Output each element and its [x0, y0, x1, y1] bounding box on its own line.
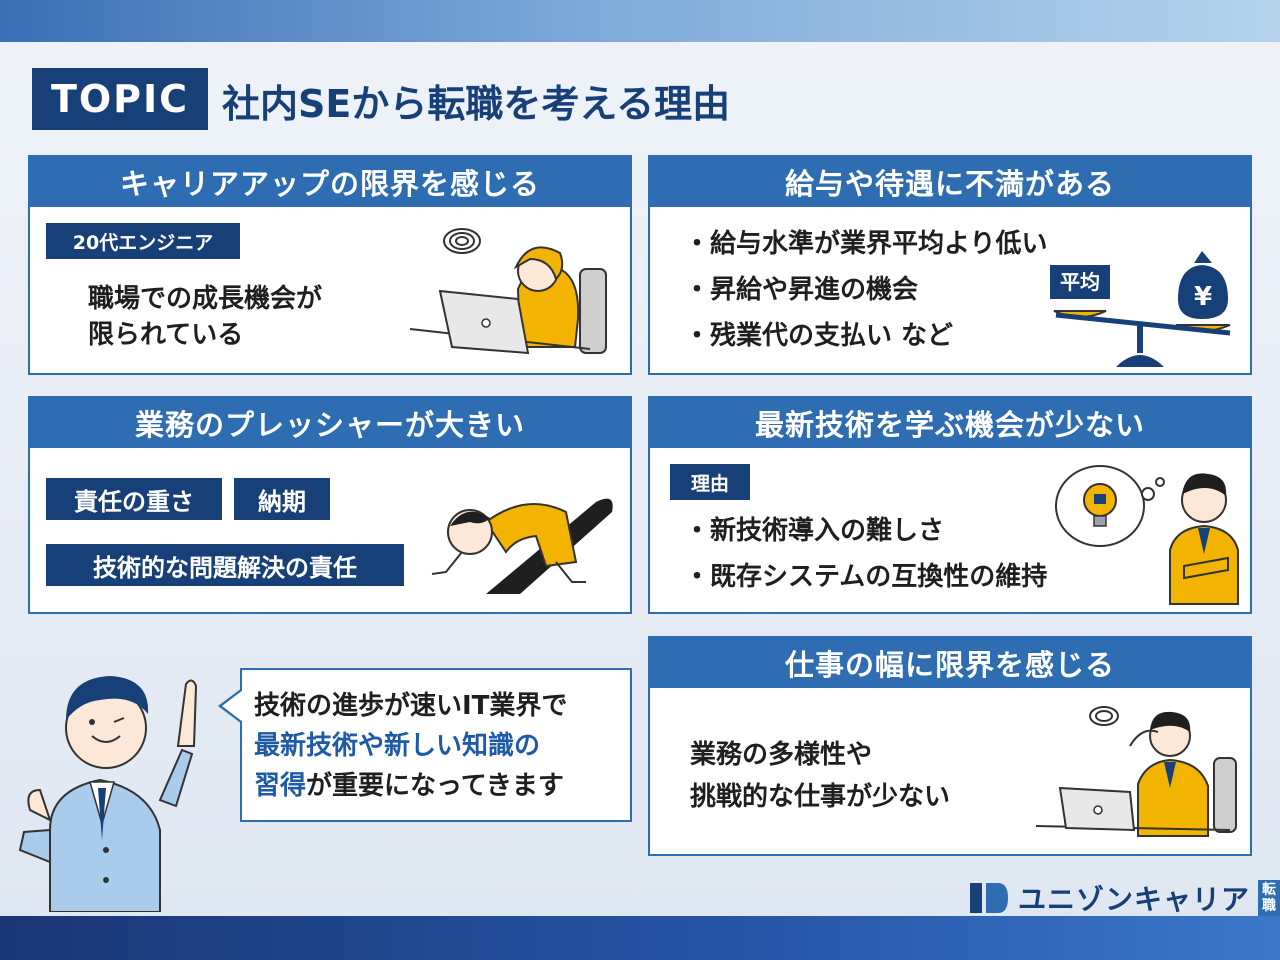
brand-sub: 転職 [1258, 880, 1280, 916]
card-career: キャリアアップの限界を感じる 20代エンジニア 職場での成長機会が 限られている [28, 155, 632, 375]
bubble-line3: 習得が重要になってきます [254, 766, 567, 806]
balance-scale-illustration: 平均 ¥ [1050, 251, 1231, 367]
speech-bubble-text: 技術の進歩が速いIT業界で 最新技術や新しい知識の 習得が重要になってきます [254, 686, 567, 806]
money-bag-icon: ¥ [1178, 251, 1228, 319]
presenter-man-illustration [18, 676, 198, 912]
career-text: 職場での成長機会が 限られている [88, 281, 322, 353]
scope-text: 業務の多様性や 挑戦的な仕事が少ない [690, 734, 950, 818]
tag-age: 20代エンジニア [46, 223, 240, 259]
card-scope: 仕事の幅に限界を感じる 業務の多様性や 挑戦的な仕事が少ない [648, 636, 1252, 856]
bubble-line2: 最新技術や新しい知識の [254, 731, 541, 761]
card-salary-header: 給与や待遇に不満がある [650, 157, 1250, 207]
career-text-line1: 職場での成長機会が [88, 284, 323, 314]
card-tech: 最新技術を学ぶ機会が少ない 理由 ・新技術導入の難しさ ・既存システムの互換性の… [648, 396, 1252, 614]
scale-label: 平均 [1060, 270, 1100, 294]
tag-reason: 理由 [670, 464, 750, 500]
bubble-line3-highlight: 習得 [254, 771, 307, 801]
worry-scribble-icon [443, 228, 481, 254]
tag-problem-solving: 技術的な問題解決の責任 [46, 544, 404, 586]
scope-text-line2: 挑戦的な仕事が少ない [690, 782, 951, 812]
list-item: ・残業代の支払い など [684, 321, 954, 351]
worry-scribble-icon [1089, 706, 1119, 726]
brand-mark-icon [970, 883, 1008, 913]
top-band [0, 0, 1280, 42]
brand-name: ユニゾンキャリア [1018, 883, 1251, 916]
brand-logo: ユニゾンキャリア 転職 [968, 876, 1280, 920]
page-title: 社内SEから転職を考える理由 [222, 81, 731, 126]
yen-symbol: ¥ [1194, 282, 1212, 312]
tag-responsibility: 責任の重さ [46, 478, 222, 520]
bubble-line1: 技術の進歩が速いIT業界で [254, 691, 568, 721]
topic-badge: TOPIC [32, 68, 208, 130]
card-pressure-header: 業務のプレッシャーが大きい [30, 398, 630, 448]
worried-woman-illustration [409, 228, 607, 355]
list-item: ・既存システムの互換性の維持 [684, 562, 1048, 592]
card-salary: 給与や待遇に不満がある ・給与水準が業界平均より低い ・昇給や昇進の機会 ・残業… [648, 155, 1252, 375]
troubled-man-illustration [1035, 706, 1237, 837]
bubble-line3-rest: が重要になってきます [306, 771, 564, 801]
tag-deadline: 納期 [234, 478, 330, 520]
bottom-band [0, 916, 1280, 960]
card-tech-header: 最新技術を学ぶ機会が少ない [650, 398, 1250, 448]
list-item: ・新技術導入の難しさ [684, 516, 945, 546]
list-item: ・昇給や昇進の機会 [684, 275, 919, 305]
lightbulb-icon [1083, 483, 1117, 527]
card-career-header: キャリアアップの限界を感じる [30, 157, 630, 207]
tech-bullets: ・新技術導入の難しさ ・既存システムの互換性の維持 [684, 508, 1047, 600]
card-scope-header: 仕事の幅に限界を感じる [650, 638, 1250, 688]
kneeling-man-illustration [431, 498, 613, 594]
thinking-man-illustration [1055, 465, 1239, 605]
list-item: ・給与水準が業界平均より低い [684, 229, 1048, 259]
card-pressure: 業務のプレッシャーが大きい 責任の重さ 納期 技術的な問題解決の責任 [28, 396, 632, 614]
salary-bullets: ・給与水準が業界平均より低い ・昇給や昇進の機会 ・残業代の支払い など [684, 221, 1047, 359]
career-text-line2: 限られている [88, 320, 244, 350]
scope-text-line1: 業務の多様性や [690, 740, 873, 770]
speech-bubble [240, 668, 632, 822]
speech-bubble-tail-inner [222, 690, 243, 722]
